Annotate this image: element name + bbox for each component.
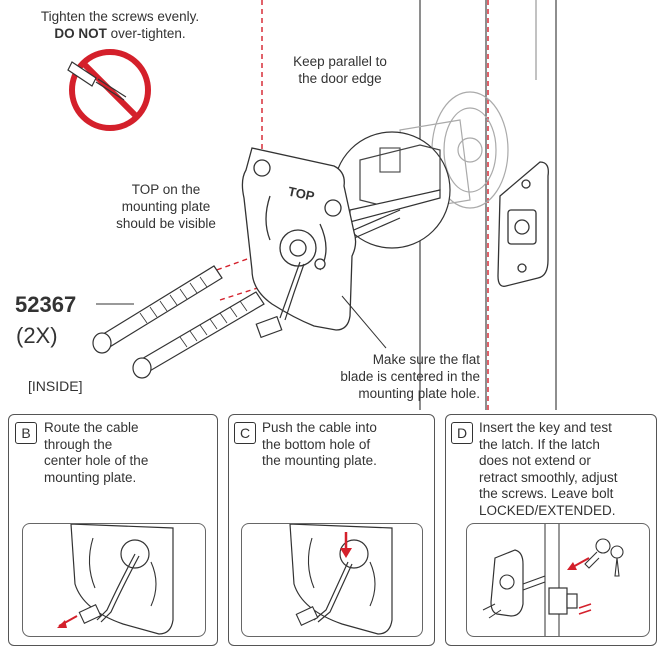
step-panel-d: D Insert the key and test the latch. If …: [445, 414, 657, 646]
step-d-line3: does not extend or: [479, 453, 591, 468]
top-visible-note: TOP on the mounting plate should be visi…: [96, 181, 236, 232]
parallel-note: Keep parallel to the door edge: [270, 53, 410, 87]
arrow-icon: [57, 615, 78, 628]
step-b-line3: center hole of the: [44, 453, 149, 468]
cable: [279, 261, 305, 321]
connector-icon: [255, 315, 283, 339]
key-icon: [584, 538, 624, 577]
latch-faceplate: [497, 161, 549, 287]
screw-2: [132, 291, 265, 379]
step-d-line4: retract smoothly, adjust: [479, 469, 618, 485]
blade-note-line1: Make sure the flat: [372, 352, 480, 367]
step-letter-d: D: [451, 422, 473, 444]
step-d-line5: the screws. Leave bolt: [479, 486, 614, 501]
blade-note: Make sure the flat blade is centered in …: [300, 351, 480, 402]
step-c-inset: [241, 523, 423, 637]
step-d-line2: the latch. If the latch: [479, 436, 600, 452]
no-symbol-icon: [69, 49, 151, 131]
top-note-line2: mounting plate: [121, 199, 211, 214]
part-number: 52367: [15, 292, 77, 317]
step-letter-b: B: [15, 422, 37, 444]
arrow-icon: [340, 532, 352, 558]
step-b-line4: mounting plate.: [44, 469, 137, 485]
plate-top-label: TOP: [287, 184, 316, 204]
mounting-plate: [241, 147, 357, 331]
step-c-line1: Push the cable into: [262, 420, 377, 435]
step-d-line6: LOCKED/EXTENDED.: [479, 502, 616, 518]
tighten-note-line2: DO NOT over-tighten.: [14, 25, 226, 42]
top-note-line3: should be visible: [116, 216, 216, 231]
part-quantity: (2X): [16, 323, 58, 348]
step-d-line1: Insert the key and test: [479, 420, 612, 435]
step-b-inset: [22, 523, 206, 637]
step-b-text: Route the cable through the center hole …: [44, 420, 214, 486]
step-c-line3: the mounting plate.: [262, 453, 377, 468]
step-panel-b: B Route the cable through the center hol…: [8, 414, 218, 646]
main-illustration: TOP: [67, 0, 557, 410]
do-not-emphasis: DO NOT: [54, 26, 107, 41]
magnifier-circle: [333, 131, 451, 249]
tighten-note-rest: over-tighten.: [106, 26, 186, 41]
tighten-note: Tighten the screws evenly. DO NOT over-t…: [14, 8, 226, 42]
tighten-note-line1: Tighten the screws evenly.: [40, 9, 200, 24]
step-c-line2: the bottom hole of: [262, 436, 371, 452]
arrow-icon: [567, 557, 592, 615]
blade-note-line2: blade is centered in the: [340, 369, 480, 384]
inside-label: [INSIDE]: [28, 378, 83, 394]
step-c-text: Push the cable into the bottom hole of t…: [262, 420, 432, 470]
parallel-note-line2: the door edge: [298, 71, 382, 86]
step-b-line1: Route the cable: [44, 420, 139, 435]
step-d-text: Insert the key and test the latch. If th…: [479, 420, 655, 519]
blade-note-line3: mounting plate hole.: [358, 386, 480, 401]
step-panel-c: C Push the cable into the bottom hole of…: [228, 414, 435, 646]
screwdriver-icon: [67, 61, 127, 101]
step-d-inset: [466, 523, 650, 637]
top-note-line1: TOP on the: [131, 182, 201, 197]
step-b-line2: through the: [44, 436, 113, 452]
parallel-note-line1: Keep parallel to: [293, 54, 387, 69]
screw-1: [92, 265, 223, 354]
step-letter-c: C: [234, 422, 256, 444]
